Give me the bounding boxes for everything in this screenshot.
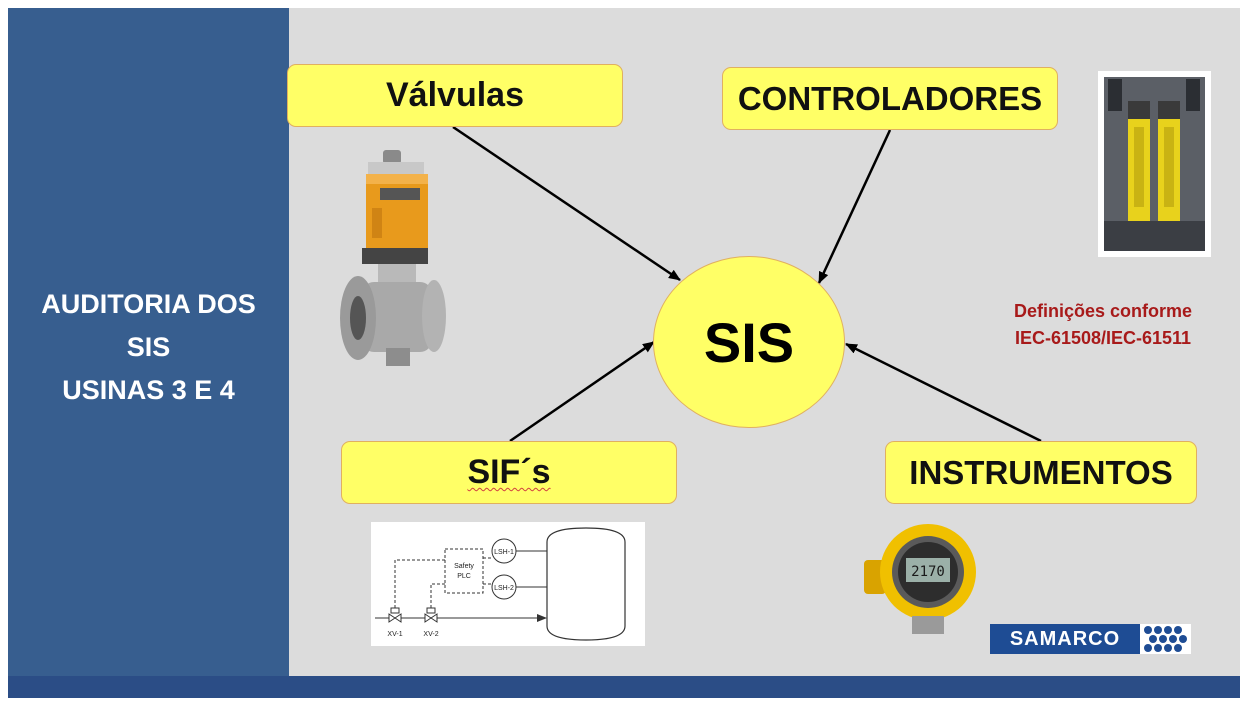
logo-dots-icon — [1140, 624, 1191, 654]
bottom-bar — [8, 676, 1240, 698]
sensor-lsh-1-label: LSH-1 — [494, 549, 514, 556]
safety-plc-label-1: Safety — [454, 563, 474, 570]
logo-wordmark: SAMARCO — [990, 624, 1140, 654]
slide-title: AUDITORIA DOS SIS USINAS 3 E 4 — [8, 283, 289, 412]
definitions-note: Definições conforme IEC-61508/IEC-61511 — [988, 298, 1218, 352]
controller-image — [1098, 71, 1211, 257]
node-instrumentos-label: INSTRUMENTOS — [909, 453, 1173, 491]
node-sifs-label: SIF´s — [467, 453, 551, 491]
instrument-image: 2170 — [864, 524, 976, 634]
arrow-instrumentos-to-sis — [845, 342, 1042, 443]
arrow-sifs-to-sis — [509, 340, 655, 443]
node-valvulas: Válvulas — [287, 64, 623, 127]
title-line-2: SIS — [126, 332, 171, 362]
samarco-logo: SAMARCO — [990, 624, 1191, 654]
arrow-valvulas-to-sis — [452, 125, 681, 282]
definitions-line-1: Definições conforme — [1013, 301, 1193, 321]
valve-xv-2-label: XV-2 — [423, 631, 438, 638]
node-sis-label: SIS — [703, 310, 795, 374]
safety-plc-label-2: PLC — [457, 573, 471, 580]
left-title-panel: AUDITORIA DOS SIS USINAS 3 E 4 — [8, 8, 289, 676]
valve-image — [340, 150, 446, 366]
node-valvulas-label: Válvulas — [386, 76, 524, 114]
node-sis-center: SIS — [653, 256, 845, 428]
slide: AUDITORIA DOS SIS USINAS 3 E 4 Válvulas … — [8, 8, 1240, 698]
definitions-line-2: IEC-61508/IEC-61511 — [1014, 328, 1192, 348]
instrument-display-value: 2170 — [911, 564, 945, 580]
valve-xv-1-label: XV-1 — [387, 631, 402, 638]
title-line-3: USINAS 3 E 4 — [62, 375, 235, 405]
sensor-lsh-2-label: LSH-2 — [494, 585, 514, 592]
title-line-1: AUDITORIA DOS — [41, 289, 256, 319]
diagram-arrows — [452, 125, 1042, 443]
node-sifs: SIF´s — [341, 441, 677, 504]
sif-pid-diagram: LSH-1 LSH-2 Safety PLC XV-1 XV-2 — [371, 522, 645, 646]
node-controladores-label: CONTROLADORES — [737, 79, 1043, 117]
node-instrumentos: INSTRUMENTOS — [885, 441, 1197, 504]
node-controladores: CONTROLADORES — [722, 67, 1058, 130]
arrow-controladores-to-sis — [817, 129, 892, 284]
